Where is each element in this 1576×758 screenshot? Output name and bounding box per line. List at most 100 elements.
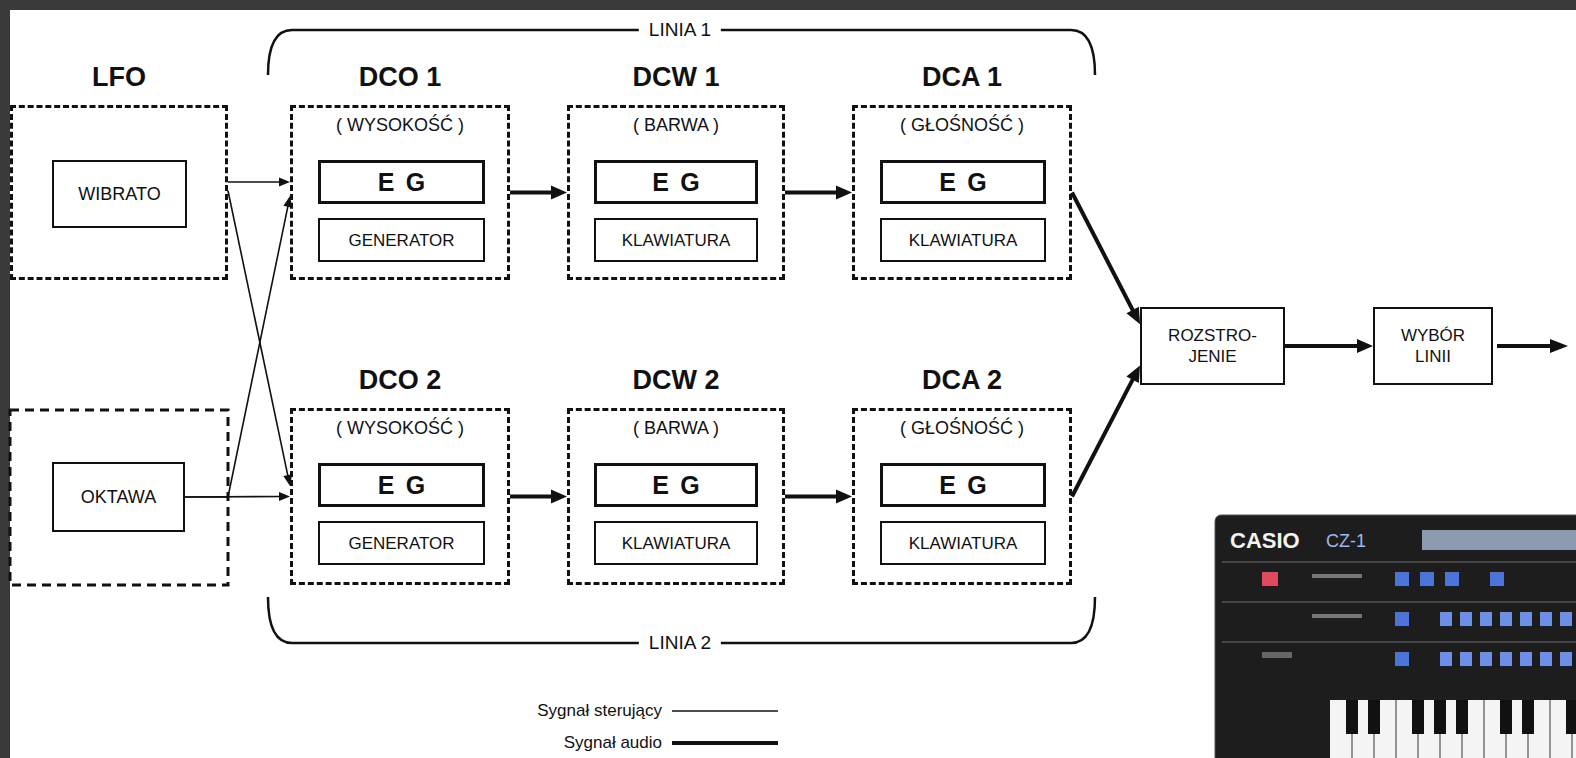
envelope-box: EG	[594, 463, 758, 507]
module-title: DCA 2	[835, 365, 1089, 395]
process-box: GENERATOR	[318, 521, 485, 565]
button	[1560, 652, 1572, 666]
button	[1445, 572, 1459, 586]
arrow-head	[279, 178, 290, 187]
button	[1262, 572, 1278, 586]
connector-line	[1072, 193, 1134, 312]
panel-line	[1222, 561, 1576, 563]
slider	[1312, 614, 1362, 618]
arrow-head	[551, 186, 567, 200]
process-box: GENERATOR	[318, 218, 485, 262]
button	[1500, 652, 1512, 666]
black-keys	[1346, 700, 1576, 734]
button	[1540, 612, 1552, 626]
box-label: EG	[367, 168, 437, 196]
connector-line	[185, 496, 281, 498]
legend-item: Sygnał sterujący	[380, 699, 780, 723]
module-group: DCA 1( GŁOŚNOŚĆ )EGKLAWIATURA	[852, 105, 1072, 280]
box-label: KLAWIATURA	[909, 230, 1018, 251]
module-subtitle: ( GŁOŚNOŚĆ )	[855, 114, 1069, 136]
module-title: DCO 2	[273, 365, 527, 395]
model-label: CZ-1	[1326, 531, 1366, 552]
connector-line	[510, 191, 553, 195]
button	[1460, 652, 1472, 666]
module-title: DCO 1	[273, 62, 527, 92]
legend-swatch	[670, 699, 780, 723]
process-box: WYBÓR LINII	[1373, 307, 1493, 385]
envelope-box: EG	[880, 463, 1046, 507]
arrow-head	[1126, 366, 1140, 383]
arrow-head	[279, 492, 290, 501]
envelope-box: EG	[318, 160, 485, 204]
button	[1520, 652, 1532, 666]
legend-text: Sygnał sterujący	[537, 699, 662, 723]
button	[1420, 572, 1434, 586]
button	[1440, 652, 1452, 666]
process-box: ROZSTRO- JENIE	[1140, 307, 1285, 385]
envelope-box: EG	[594, 160, 758, 204]
module-subtitle: ( BARWA )	[570, 114, 782, 136]
switch	[1262, 652, 1292, 658]
button	[1500, 612, 1512, 626]
box-label: ROZSTRO- JENIE	[1158, 325, 1268, 367]
box-label: EG	[928, 168, 998, 196]
connector-line	[1285, 344, 1359, 348]
module-title: DCW 1	[550, 62, 802, 92]
keyboard	[1330, 700, 1576, 758]
envelope-box: EG	[318, 463, 485, 507]
box-label: EG	[928, 471, 998, 499]
synthesizer-picture	[1215, 515, 1576, 758]
connector-line	[510, 495, 553, 499]
process-box: OKTAWA	[52, 462, 185, 532]
module-subtitle: ( GŁOŚNOŚĆ )	[855, 417, 1069, 439]
connector-line	[785, 495, 838, 499]
audio-connector	[1072, 366, 1140, 497]
brand-label: CASIO	[1230, 528, 1300, 554]
synth-display	[1422, 530, 1576, 550]
audio-connector	[1072, 193, 1140, 325]
box-label: OKTAWA	[81, 487, 156, 508]
panel-line	[1222, 641, 1576, 643]
box-label: GENERATOR	[348, 230, 454, 251]
button	[1460, 612, 1472, 626]
module-group: DCW 2( BARWA )EGKLAWIATURA	[567, 408, 785, 585]
module-subtitle: ( BARWA )	[570, 417, 782, 439]
button	[1490, 572, 1504, 586]
module-group: DCW 1( BARWA )EGKLAWIATURA	[567, 105, 785, 280]
legend-item: Sygnał audio	[380, 731, 780, 755]
button	[1520, 612, 1532, 626]
panel-line	[1222, 601, 1576, 603]
arrow-head	[1126, 307, 1140, 324]
legend-swatch	[670, 731, 780, 755]
button	[1480, 612, 1492, 626]
box-label: WYBÓR LINII	[1393, 325, 1473, 367]
arrow-head	[1357, 339, 1373, 353]
module-title: LFO	[0, 62, 245, 92]
box-label: EG	[641, 471, 711, 499]
process-box: KLAWIATURA	[594, 218, 758, 262]
envelope-box: EG	[880, 160, 1046, 204]
audio-connector	[1285, 339, 1373, 353]
module-title: DCA 1	[835, 62, 1089, 92]
connector-line	[785, 191, 838, 195]
module-subtitle: ( WYSOKOŚĆ )	[293, 417, 507, 439]
box-label: WIBRATO	[78, 184, 160, 205]
box-label: EG	[367, 471, 437, 499]
process-box: WIBRATO	[52, 160, 187, 228]
audio-connector	[785, 490, 852, 504]
button	[1395, 612, 1409, 626]
button	[1540, 652, 1552, 666]
module-group: DCO 2( WYSOKOŚĆ )EGGENERATOR	[290, 408, 510, 585]
connector-line	[228, 191, 288, 477]
arrow-head	[551, 490, 567, 504]
legend-line	[672, 710, 778, 712]
legend-line	[672, 741, 778, 745]
box-label: KLAWIATURA	[622, 230, 731, 251]
audio-connector	[510, 490, 567, 504]
arrow-head	[1550, 339, 1568, 353]
module-subtitle: ( WYSOKOŚĆ )	[293, 114, 507, 136]
process-box: KLAWIATURA	[880, 521, 1046, 565]
